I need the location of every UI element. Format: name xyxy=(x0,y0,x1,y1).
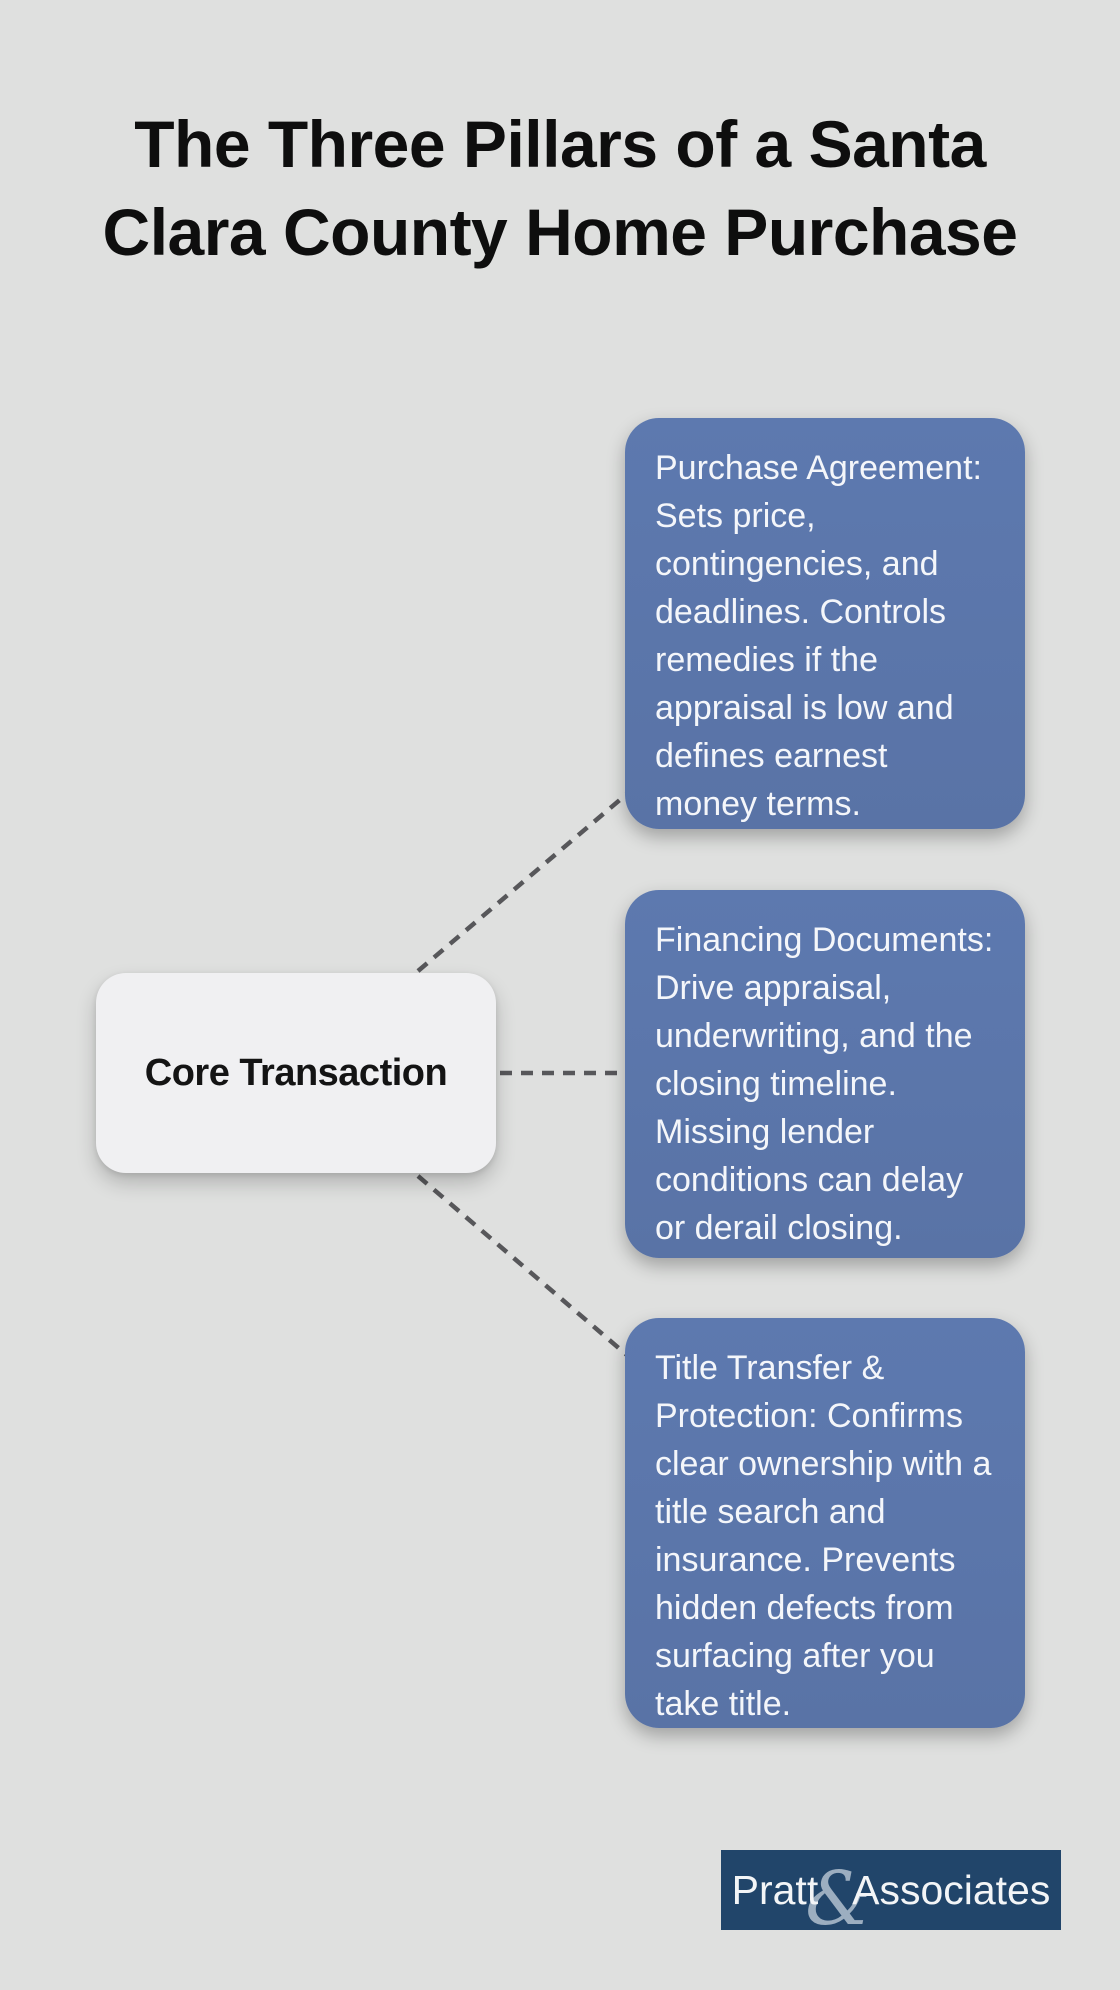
pillar-text-title-transfer-protection: Title Transfer & Protection: Confirms cl… xyxy=(655,1349,992,1723)
logo-ampersand-glyph: & xyxy=(805,1856,872,1942)
core-transaction-label: Core Transaction xyxy=(144,1051,448,1094)
pillar-card-financing-documents: Financing Documents: Drive appraisal, un… xyxy=(625,890,1025,1258)
page-title: The Three Pillars of a Santa Clara Count… xyxy=(102,107,1018,269)
core-transaction-node: Core Transaction xyxy=(96,973,496,1173)
pillar-text-purchase-agreement: Purchase Agreement: Sets price, continge… xyxy=(655,449,982,823)
connector-line-top xyxy=(416,791,630,973)
logo-suffix: Associates xyxy=(852,1866,1051,1913)
pillar-text-financing-documents: Financing Documents: Drive appraisal, un… xyxy=(655,921,994,1247)
pillar-card-purchase-agreement: Purchase Agreement: Sets price, continge… xyxy=(625,418,1025,829)
logo-name: Pratt xyxy=(731,1866,819,1913)
pratt-associates-logo: Pratt & Associates xyxy=(721,1850,1061,1942)
connector-line-bottom xyxy=(416,1174,630,1358)
pillar-card-title-transfer-protection: Title Transfer & Protection: Confirms cl… xyxy=(625,1318,1025,1728)
